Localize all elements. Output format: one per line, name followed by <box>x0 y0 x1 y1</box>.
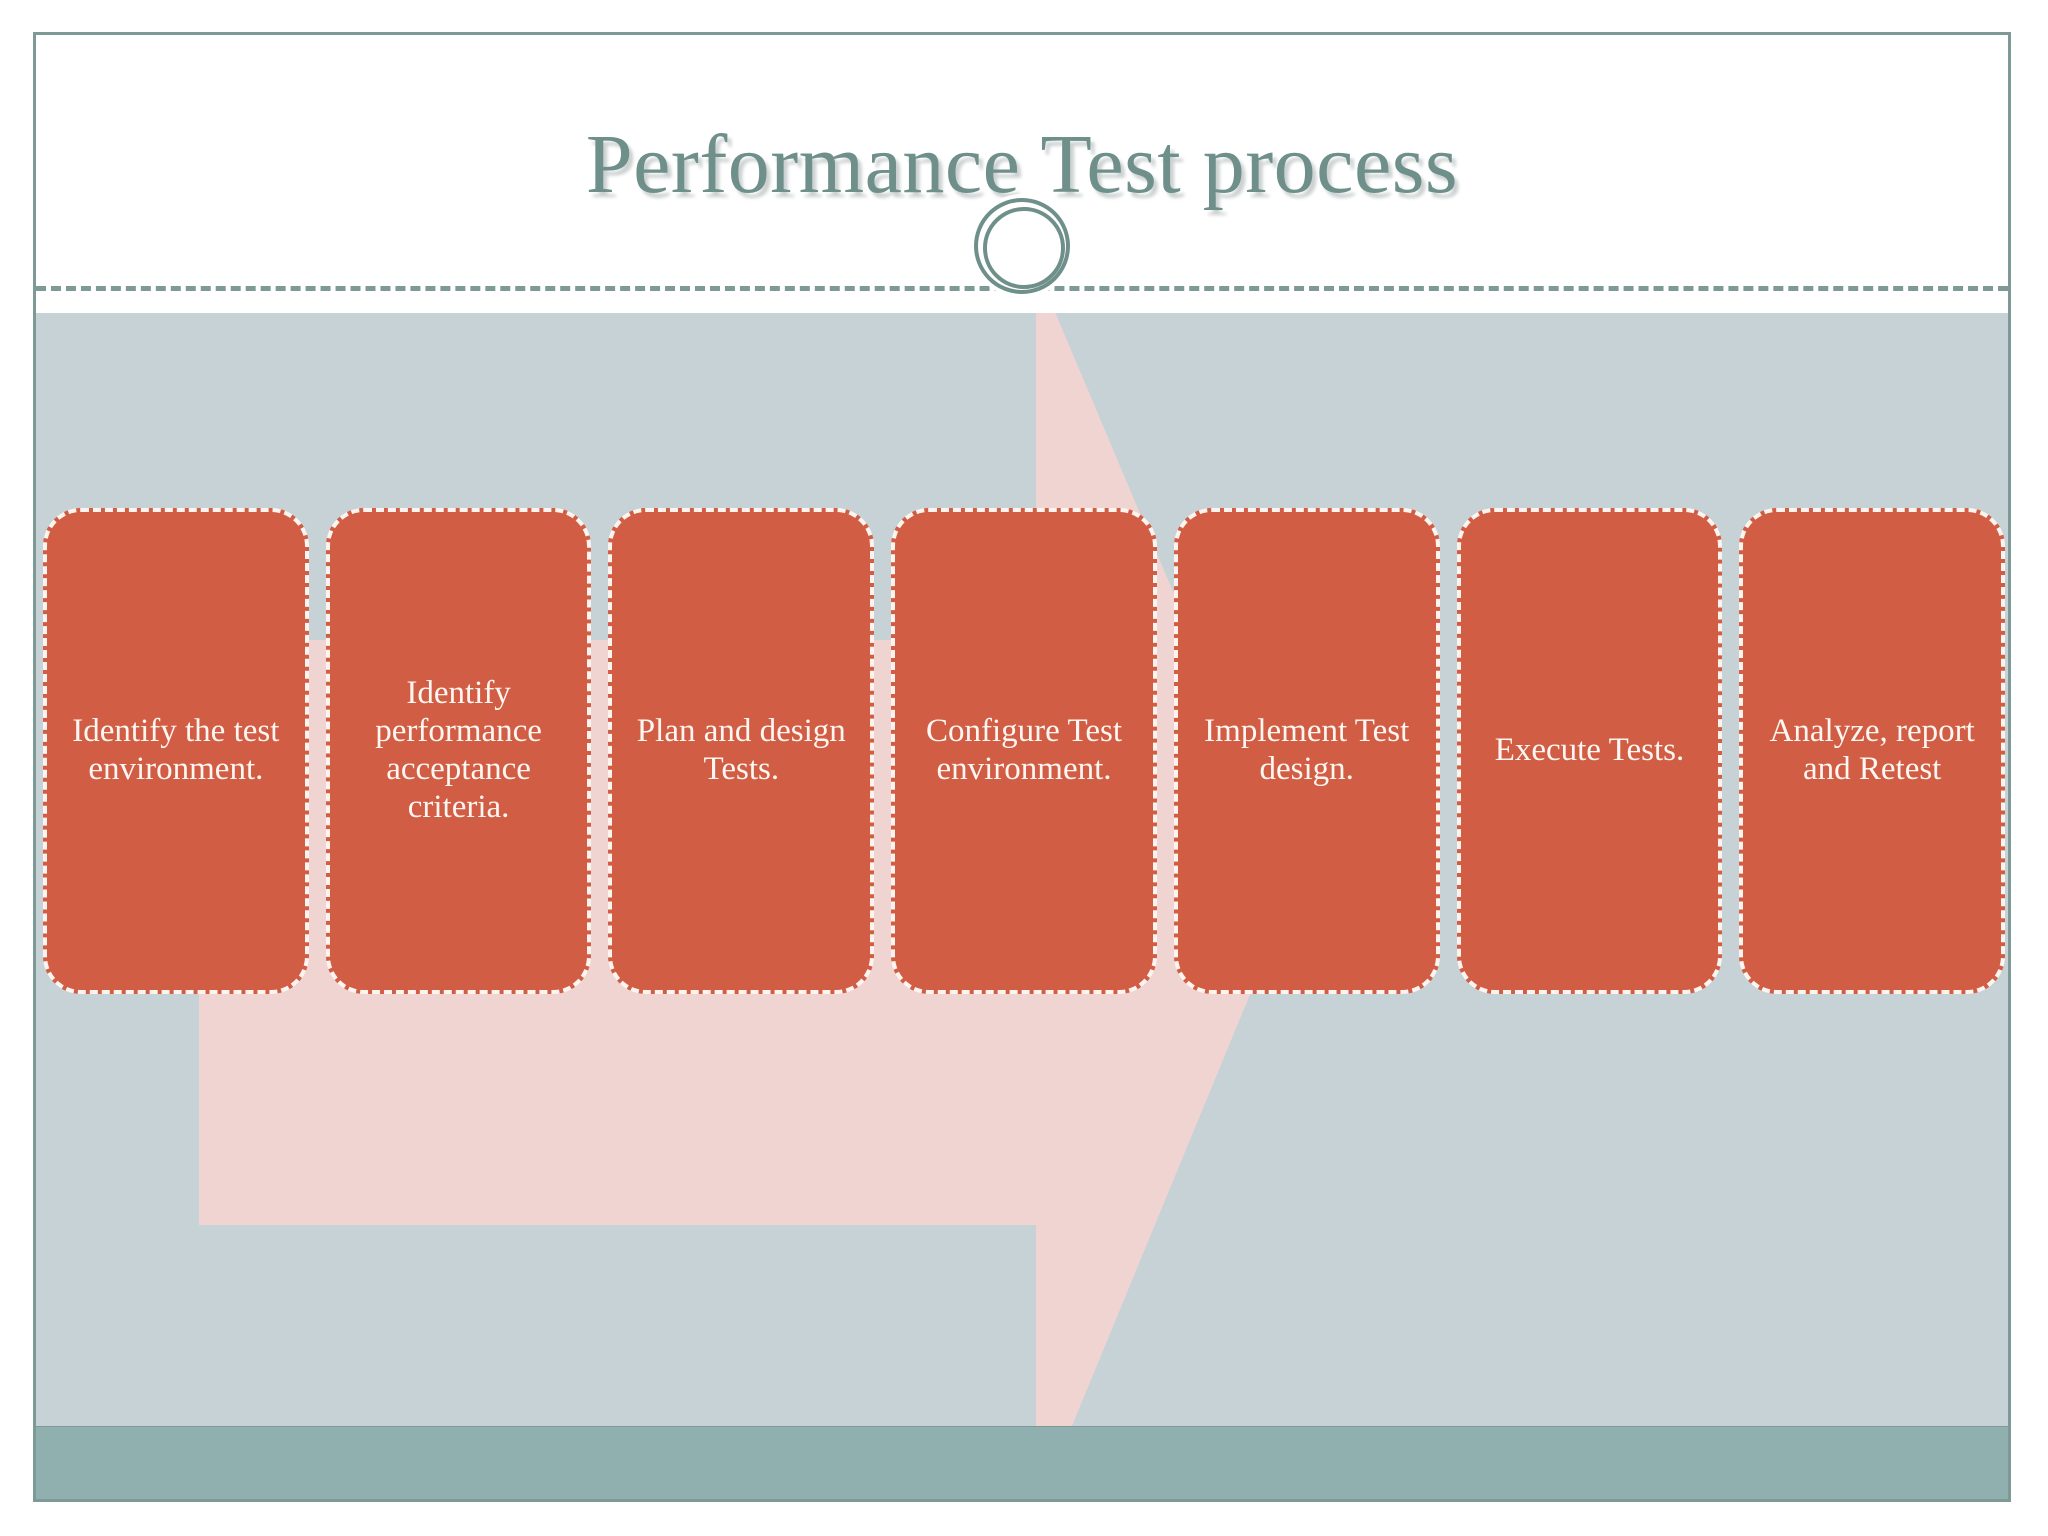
double-ring-circle-icon <box>970 194 1074 298</box>
process-step-label: Identify performance acceptance criteria… <box>375 675 542 825</box>
footer-accent-bar <box>36 1426 2008 1499</box>
process-step-5[interactable]: Implement Test design. <box>1173 508 1440 994</box>
process-step-label: Implement Test design. <box>1204 713 1410 787</box>
process-step-7[interactable]: Analyze, report and Retest <box>1739 508 2006 994</box>
circle-inner-ring <box>983 207 1065 289</box>
process-step-label: Analyze, report and Retest <box>1769 713 1975 787</box>
process-step-3[interactable]: Plan and design Tests. <box>608 508 875 994</box>
slide-canvas: Performance Test process Identify the te… <box>33 32 2011 1502</box>
process-step-label: Identify the test environment. <box>72 713 280 787</box>
process-step-label: Configure Test environment. <box>926 713 1122 787</box>
process-step-2[interactable]: Identify performance acceptance criteria… <box>325 508 592 994</box>
process-step-list: Identify the test environment. Identify … <box>43 508 2006 994</box>
process-step-label: Plan and design Tests. <box>636 713 846 787</box>
page-title: Performance Test process <box>585 118 1459 211</box>
process-step-label: Execute Tests. <box>1494 732 1685 769</box>
process-step-4[interactable]: Configure Test environment. <box>891 508 1157 994</box>
process-step-6[interactable]: Execute Tests. <box>1456 508 1723 994</box>
process-step-1[interactable]: Identify the test environment. <box>43 508 309 994</box>
